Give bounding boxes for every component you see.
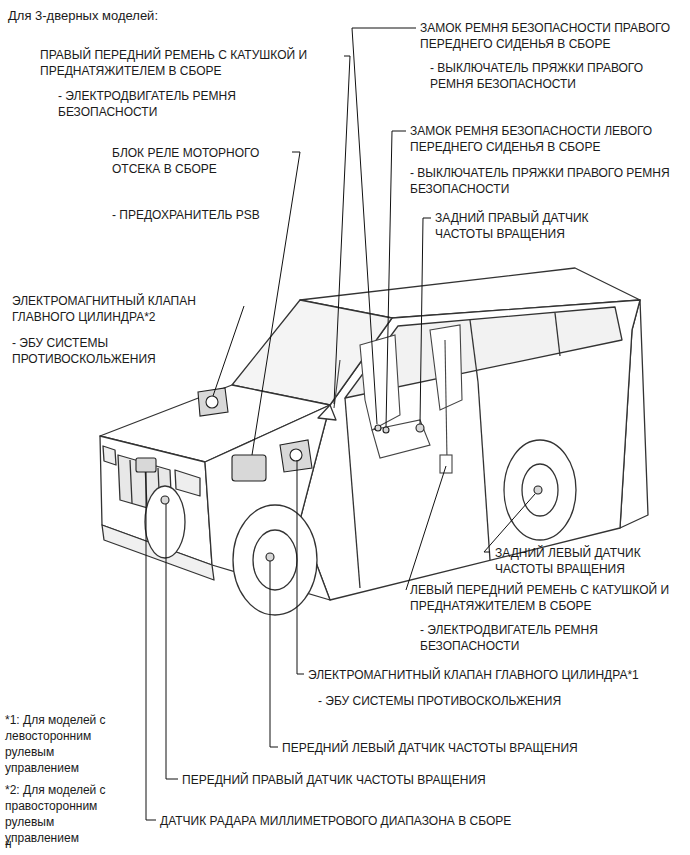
components [534,486,542,494]
leader-lines [252,152,300,455]
stray-text: н [5,836,35,852]
part-sublabel: - ПРЕДОХРАНИТЕЛЬ PSB [112,207,312,223]
footnote-text: *1: Для моделей с левосторонним рулевым … [5,712,123,776]
part-sublabel: - ВЫКЛЮЧАТЕЛЬ ПРЯЖКИ ПРАВОГО РЕМНЯ БЕЗОП… [430,60,685,92]
page-title: Для 3-дверных моделей: [8,8,158,24]
components [232,455,266,481]
leader-lines [484,494,535,552]
components [290,449,302,461]
part-label: ДАТЧИК РАДАРА МИЛЛИМЕТРОВОГО ДИАПАЗОНА В… [160,813,580,829]
part-label: ЗАДНИЙ ЛЕВЫЙ ДАТЧИК ЧАСТОТЫ ВРАЩЕНИЯ [495,545,680,577]
leader-lines [420,218,431,424]
components [206,396,218,408]
car-body [318,405,336,420]
components [136,458,156,472]
wheels [253,530,297,590]
components [416,424,424,432]
components [383,427,389,433]
part-sublabel: - ЭБУ СИСТЕМЫ ПРОТИВОСКОЛЬЖЕНИЯ [12,335,212,367]
wheels [522,464,558,516]
part-label: ЗАДНИЙ ПРАВЫЙ ДАТЧИК ЧАСТОТЫ ВРАЩЕНИЯ [435,210,635,242]
part-label: ПРАВЫЙ ПЕРЕДНИЙ РЕМЕНЬ С КАТУШКОЙ И ПРЕД… [40,47,340,79]
components [198,388,228,416]
leader-lines [166,504,178,779]
leader-lines [213,306,244,396]
car-body [103,446,116,465]
part-label: ПЕРЕДНИЙ ЛЕВЫЙ ДАТЧИК ЧАСТОТЫ ВРАЩЕНИЯ [282,740,662,756]
leader-lines [270,561,278,747]
part-label: ЗАМОК РЕМНЯ БЕЗОПАСНОСТИ ЛЕВОГО ПЕРЕДНЕГ… [410,123,684,155]
part-sublabel: - ЭЛЕКТРОДВИГАТЕЛЬ РЕМНЯ БЕЗОПАСНОСТИ [420,622,630,654]
part-label: ЭЛЕКТРОМАГНИТНЫЙ КЛАПАН ГЛАВНОГО ЦИЛИНДР… [12,293,252,325]
part-label: ЭЛЕКТРОМАГНИТНЫЙ КЛАПАН ГЛАВНОГО ЦИЛИНДР… [308,667,686,683]
car-body [100,436,212,565]
car-body [175,470,200,496]
components [375,425,381,431]
part-label: ЛЕВЫЙ ПЕРЕДНИЙ РЕМЕНЬ С КАТУШКОЙ И ПРЕДН… [410,582,686,614]
wheels [233,505,317,615]
leader-lines [406,466,446,590]
interior [445,340,447,460]
components [280,440,312,472]
leader-lines [386,131,406,427]
part-sublabel: - ЭБУ СИСТЕМЫ ПРОТИВОСКОЛЬЖЕНИЯ [318,693,618,709]
interior [334,325,462,473]
interior [440,455,452,473]
part-label: БЛОК РЕЛЕ МОТОРНОГО ОТСЕКА В СБОРЕ [112,145,292,177]
leader-lines [297,460,304,674]
leader-lines [334,56,350,404]
part-sublabel: - ЭЛЕКТРОДВИГАТЕЛЬ РЕМНЯ БЕЗОПАСНОСТИ [58,88,268,120]
part-label: ЗАМОК РЕМНЯ БЕЗОПАСНОСТИ ПРАВОГО ПЕРЕДНЕ… [420,20,684,52]
wheels [504,440,576,540]
components [161,496,169,504]
interior [360,335,400,430]
components [136,388,542,561]
part-sublabel: - ВЫКЛЮЧАТЕЛЬ ПРЯЖКИ ПРАВОГО РЕМНЯ БЕЗОП… [410,165,684,197]
car-body [478,382,490,560]
footnote-text: *2: Для моделей с правосторонним рулевым… [5,782,123,846]
components [266,553,274,561]
leader-lines [352,28,416,424]
interior [372,420,430,458]
part-label: ПЕРЕДНИЙ ПРАВЫЙ ДАТЧИК ЧАСТОТЫ ВРАЩЕНИЯ [182,772,582,788]
car-body [345,398,360,588]
leader-lines [146,472,156,820]
wheels [145,486,185,558]
car-body [555,313,560,356]
car-body [470,320,478,382]
